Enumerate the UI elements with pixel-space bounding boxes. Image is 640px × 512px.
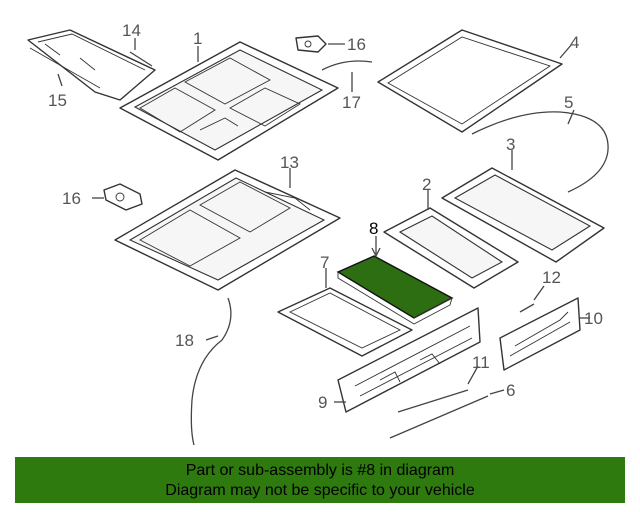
part-16-motor-left xyxy=(103,183,143,211)
part-16-motor-top xyxy=(295,35,327,53)
callout-9: 9 xyxy=(318,393,327,412)
callout-12: 12 xyxy=(542,268,561,287)
callout-15: 15 xyxy=(48,91,67,110)
part-14-seal xyxy=(129,51,153,67)
part-12-clip xyxy=(519,303,535,313)
callout-3: 3 xyxy=(506,135,515,154)
callout-11: 11 xyxy=(472,353,490,372)
part-15-deflector xyxy=(27,29,156,101)
callout-7: 7 xyxy=(320,253,329,272)
banner-line-2: Diagram may not be specific to your vehi… xyxy=(165,482,475,499)
part-5-weatherstrip xyxy=(471,111,609,193)
part-3-glass xyxy=(441,167,605,263)
callout-10: 10 xyxy=(584,309,603,328)
part-13-frame xyxy=(114,169,341,291)
part-7-panel xyxy=(277,287,413,357)
part-17-tube xyxy=(321,60,373,71)
callout-16-left: 16 xyxy=(62,189,81,208)
callout-2: 2 xyxy=(422,175,431,194)
part-9-rail-panel xyxy=(337,307,481,413)
callout-13: 13 xyxy=(280,153,299,172)
callout-1: 1 xyxy=(193,29,202,48)
callout-8: 8 xyxy=(369,219,378,238)
part-10-rail-panel xyxy=(499,297,581,371)
callout-16-top: 16 xyxy=(347,35,366,54)
leader-lines xyxy=(57,38,590,403)
callout-4: 4 xyxy=(570,33,579,52)
part-4-seal xyxy=(377,29,563,133)
part-8-sunshade-highlighted xyxy=(336,255,454,325)
callout-5: 5 xyxy=(564,93,573,112)
callout-6: 6 xyxy=(506,381,515,400)
part-6-cable xyxy=(389,395,489,439)
part-1-frame xyxy=(119,41,339,161)
parts-diagram: 1 14 15 16 17 4 5 3 2 13 16 18 7 8 12 10… xyxy=(27,21,609,446)
callout-14: 14 xyxy=(122,21,141,40)
banner-line-1: Part or sub-assembly is #8 in diagram xyxy=(185,462,455,479)
callout-18: 18 xyxy=(175,331,194,350)
part-18-hose xyxy=(190,297,232,446)
info-banner: Part or sub-assembly is #8 in diagram Di… xyxy=(15,457,625,503)
part-2-glass xyxy=(383,207,519,289)
part-11-cable xyxy=(397,389,469,413)
callout-17: 17 xyxy=(342,93,361,112)
